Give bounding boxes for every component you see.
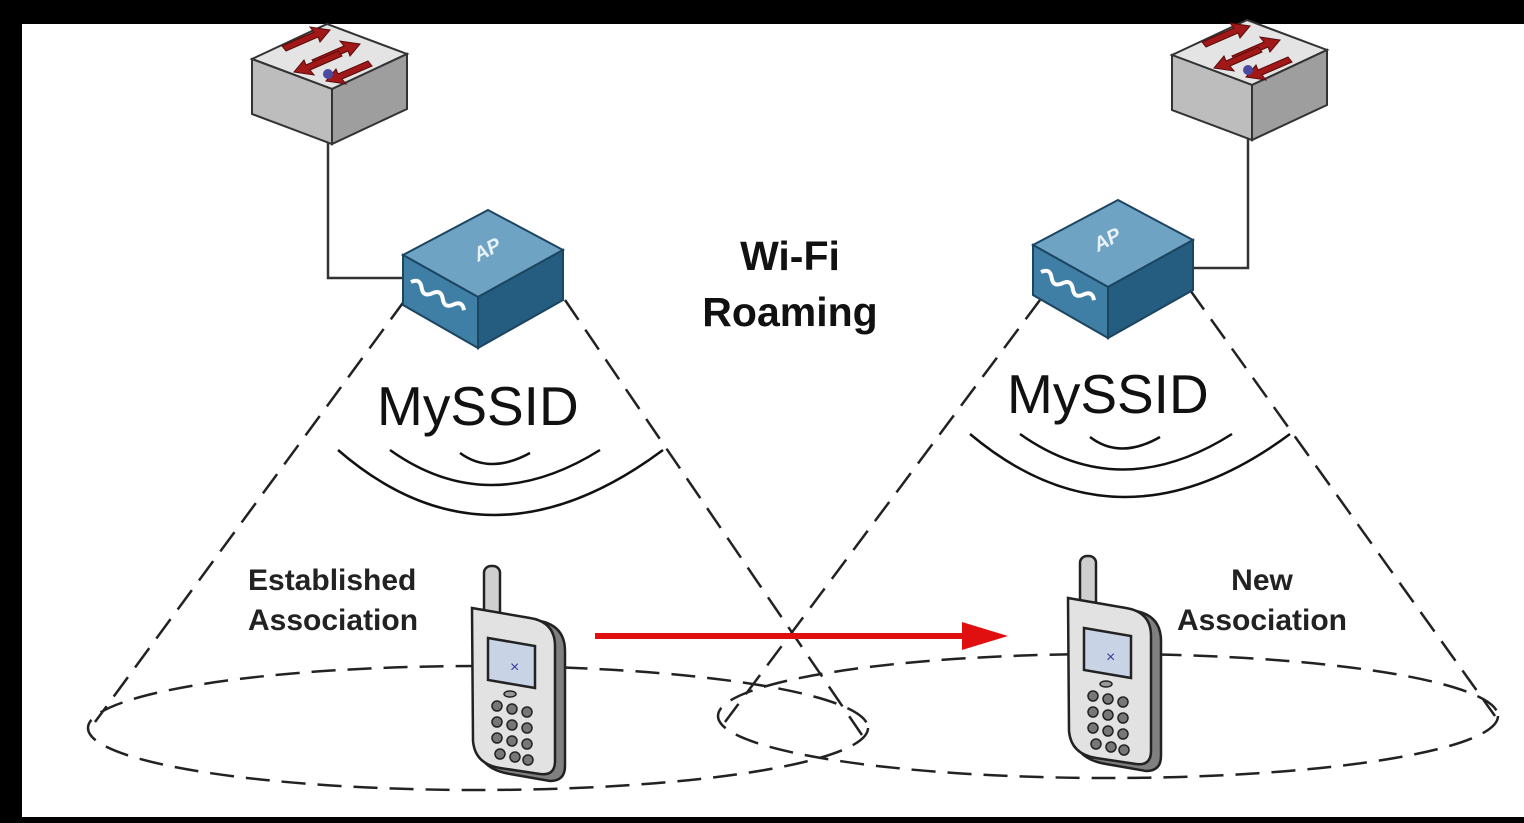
new-association-label-line2: Association (1177, 604, 1347, 637)
diagram-background (22, 24, 1524, 817)
coverage-cone-left (86, 299, 870, 792)
ssid-label-right: MySSID (1007, 363, 1209, 425)
new-association-label: New (1231, 564, 1293, 597)
established-association-label-line2: Association (248, 604, 418, 637)
diagram-title: Wi-Fi (740, 233, 840, 279)
wifi-signal-icon (337, 448, 664, 517)
established-association-label: Established (248, 564, 416, 597)
roaming-arrow (595, 622, 1008, 650)
wifi-signal-icon (969, 432, 1291, 499)
uplink-cable-right (1193, 137, 1250, 270)
access-point-left: AP (401, 208, 565, 350)
access-point-right: AP (1031, 198, 1195, 340)
diagram-title-line2: Roaming (702, 289, 877, 335)
uplink-cable-left (326, 140, 405, 280)
ssid-label-left: MySSID (377, 375, 579, 437)
